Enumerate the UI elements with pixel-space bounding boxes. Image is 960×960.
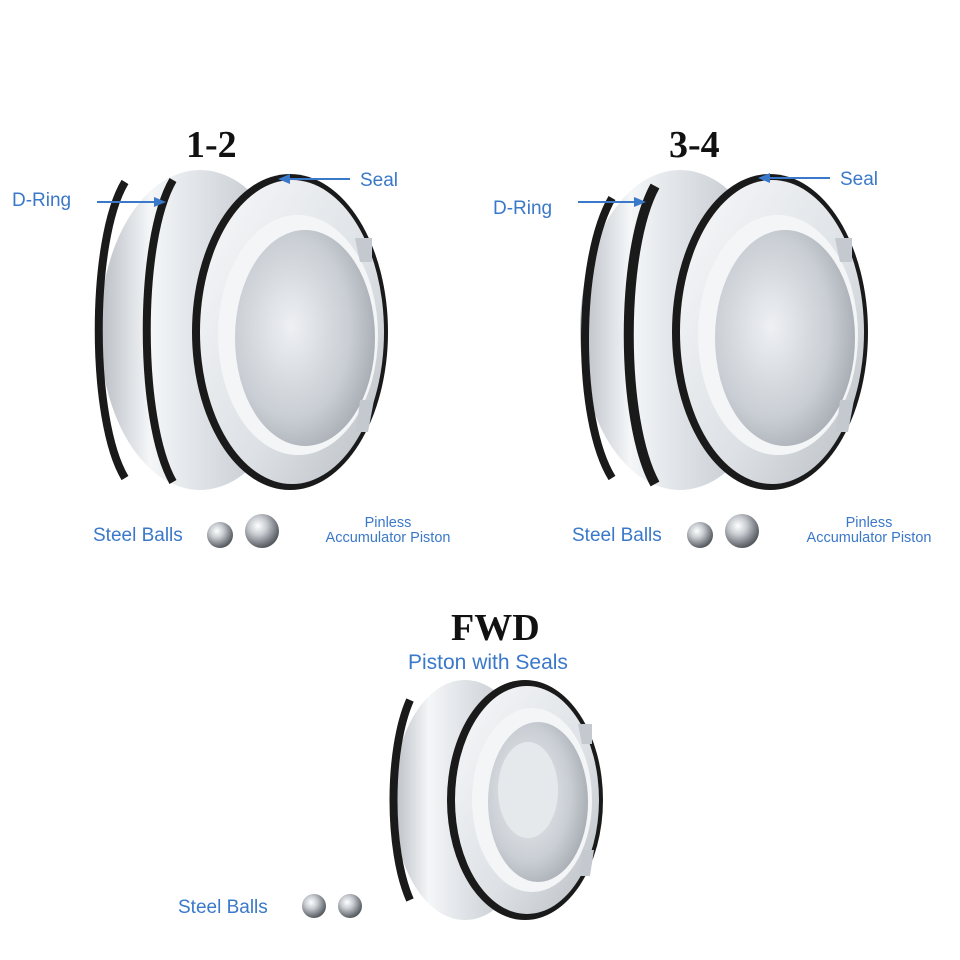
piston-caption-line1: Pinless: [364, 515, 412, 531]
title-1-2: 1-2: [186, 124, 237, 166]
title-fwd: FWD: [451, 607, 540, 649]
piston-caption-line2: Accumulator Piston: [806, 530, 932, 546]
seal-label-1-2: Seal: [360, 170, 399, 191]
seal-arrow-1-2: [278, 174, 350, 184]
piston-1-2: [94, 170, 388, 490]
dring-arrow-3-4: [578, 197, 646, 207]
dring-label-3-4: D-Ring: [493, 198, 553, 219]
steel-ball: [687, 522, 713, 548]
piston-caption-1-2: Pinless Accumulator Piston: [312, 516, 464, 546]
steel-ball: [302, 894, 326, 918]
steel-balls-label-1-2: Steel Balls: [93, 525, 183, 546]
steel-ball: [245, 514, 279, 548]
dring-arrow-1-2: [97, 197, 166, 207]
dring-label-1-2: D-Ring: [12, 190, 72, 211]
seal-label-3-4: Seal: [840, 169, 879, 190]
seal-arrow-3-4: [758, 173, 830, 183]
steel-balls-label-fwd: Steel Balls: [178, 897, 268, 918]
piston-fwd: [389, 680, 603, 920]
piston-caption-3-4: Pinless Accumulator Piston: [793, 516, 945, 546]
piston-caption-line1: Pinless: [845, 515, 893, 531]
title-3-4: 3-4: [669, 124, 720, 166]
steel-ball: [725, 514, 759, 548]
steel-ball: [207, 522, 233, 548]
fwd-subtitle: Piston with Seals: [408, 651, 568, 674]
steel-balls-label-3-4: Steel Balls: [572, 525, 662, 546]
piston-caption-line2: Accumulator Piston: [325, 530, 451, 546]
steel-ball: [338, 894, 362, 918]
piston-3-4: [580, 170, 868, 490]
